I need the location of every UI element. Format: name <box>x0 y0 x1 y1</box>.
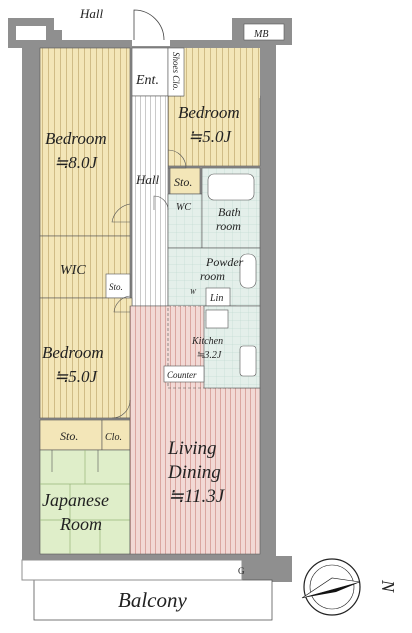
label-living-size: ≒11.3J <box>168 486 226 507</box>
label-japanese: Japanese <box>42 490 109 510</box>
tatami-lines <box>40 450 130 554</box>
label-wc: WC <box>176 202 191 213</box>
room-bedroom-w <box>39 297 133 419</box>
label-mb: MB <box>253 29 268 40</box>
label-bedroom-nw-size: ≒8.0J <box>54 153 99 172</box>
label-balcony: Balcony <box>118 588 187 612</box>
room-bedroom-nw <box>39 47 131 237</box>
label-closet-sw: Clo. <box>105 432 122 443</box>
label-japanese-room: Room <box>59 514 102 534</box>
room-hall <box>131 95 169 307</box>
label-storage-mid: Sto. <box>174 175 192 189</box>
bedroom-ne-upper <box>184 48 260 98</box>
label-living: Living <box>167 438 217 459</box>
label-wic: WIC <box>60 263 86 278</box>
label-entrance: Ent. <box>135 73 159 88</box>
label-bedroom-ne-size: ≒5.0J <box>188 127 233 146</box>
counter-box <box>163 365 205 383</box>
label-bath: Bath <box>218 205 241 219</box>
label-bedroom-w-size: ≒5.0J <box>54 367 99 386</box>
label-kitchen-size: ≒3.2J <box>196 350 222 361</box>
label-linen: Lin <box>209 293 223 304</box>
compass-icon <box>301 558 361 616</box>
bathtub <box>207 173 255 201</box>
label-dining: Dining <box>167 462 221 483</box>
entrance-opening <box>132 38 170 46</box>
label-powder-room: room <box>200 269 225 283</box>
balcony-slab <box>21 559 243 581</box>
label-kitchen: Kitchen <box>191 336 223 347</box>
mb-box <box>243 23 285 41</box>
washbasin <box>239 253 257 289</box>
entrance-door-swing <box>133 9 165 41</box>
sink <box>239 345 257 377</box>
label-bedroom-w: Bedroom <box>42 343 104 362</box>
shoes-closet <box>167 47 185 97</box>
storage-wic <box>105 273 131 299</box>
door-swings <box>51 149 187 472</box>
storage-mid <box>169 167 201 195</box>
label-bedroom-nw: Bedroom <box>45 129 107 148</box>
room-wc <box>167 193 203 249</box>
label-powder: Powder <box>205 255 244 269</box>
label-storage-wic: Sto. <box>109 282 123 292</box>
label-north: N <box>378 579 398 593</box>
label-bath-room: room <box>216 219 241 233</box>
label-washer: W <box>190 288 197 296</box>
wall-bump-bottom-right <box>242 556 292 582</box>
wall-bump-left-inner <box>16 26 46 40</box>
room-entrance <box>131 47 169 97</box>
stove <box>205 309 229 329</box>
label-bedroom-ne: Bedroom <box>178 103 240 122</box>
label-gas: G <box>238 566 245 576</box>
room-bedroom-ne <box>167 95 261 167</box>
closet-sw <box>101 419 131 451</box>
label-counter: Counter <box>167 370 197 380</box>
label-storage-sw: Sto. <box>60 429 78 443</box>
label-hall-mid: Hall <box>135 172 160 187</box>
label-shoes-closet: Shoes Clo. <box>171 52 181 91</box>
label-hall-top: Hall <box>79 6 104 21</box>
